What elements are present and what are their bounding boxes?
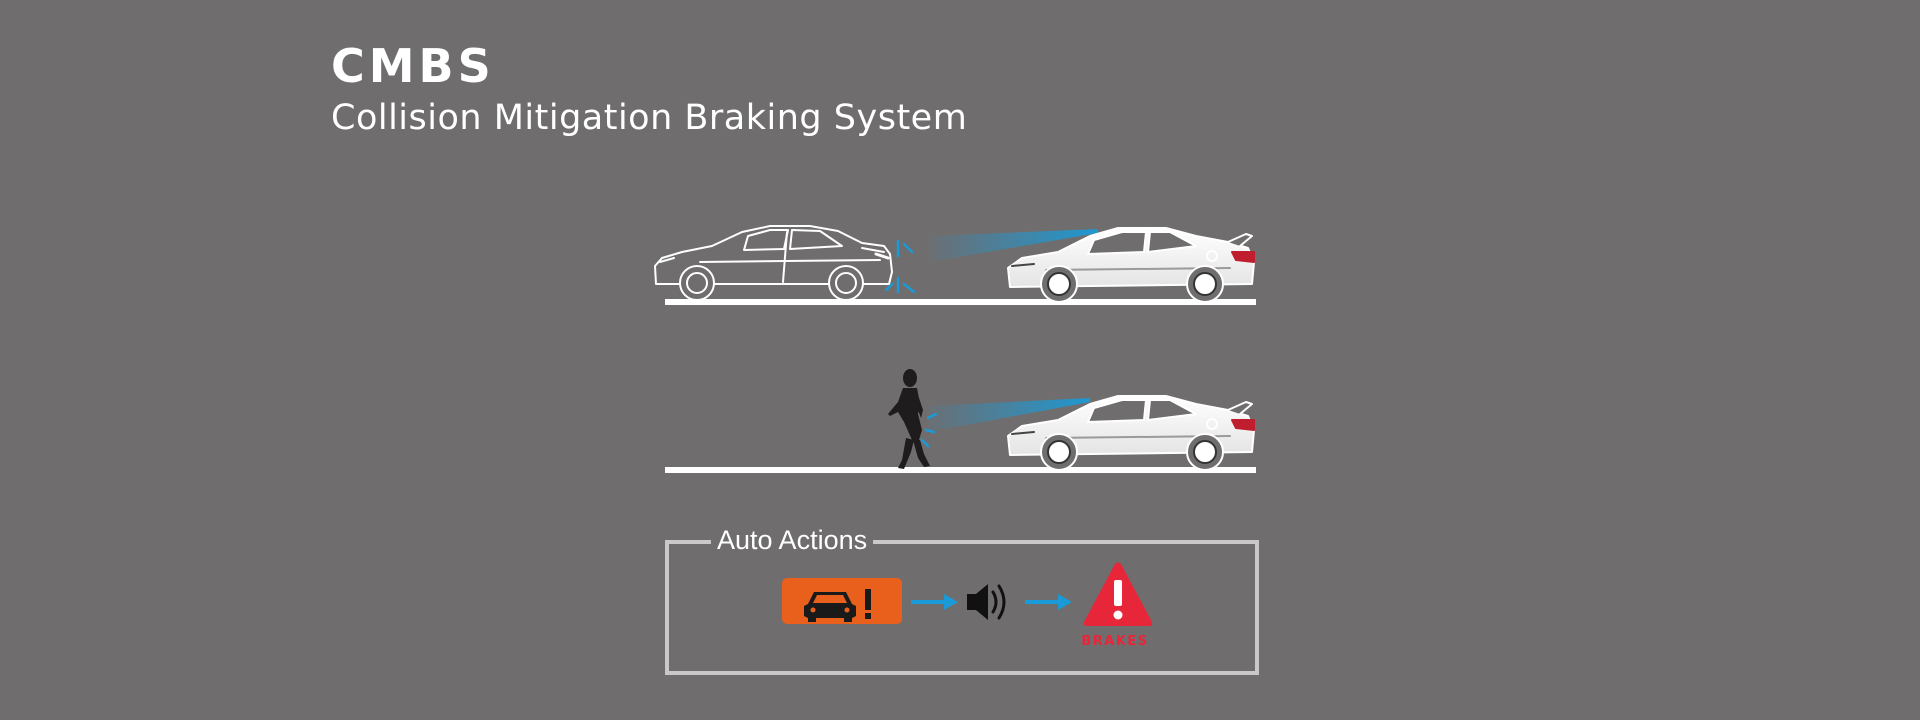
- arrow-right-icon: [1025, 594, 1072, 610]
- host-vehicle-icon: [1007, 227, 1255, 303]
- auto-actions-frame: [665, 540, 1259, 675]
- page-subtitle: Collision Mitigation Braking System: [331, 98, 968, 138]
- scenario-pedestrian: [665, 369, 1256, 473]
- brakes-label: BRAKES: [1081, 634, 1149, 649]
- lead-vehicle-icon: [654, 225, 893, 301]
- road-line: [665, 299, 1256, 305]
- detection-marks: [920, 412, 938, 448]
- brake-warning-icon: [1083, 562, 1153, 626]
- radar-beam: [930, 229, 1098, 262]
- arrow-right-icon: [911, 594, 958, 610]
- radar-beam: [928, 398, 1090, 432]
- forward-collision-warning-icon: [782, 578, 902, 624]
- page-title: CMBS: [331, 39, 495, 93]
- scenario-vehicle-ahead: [654, 225, 1256, 305]
- road-line: [665, 467, 1256, 473]
- detection-marks: [884, 239, 916, 294]
- host-vehicle-icon: [1007, 395, 1255, 471]
- auto-actions-label: Auto Actions: [711, 522, 874, 558]
- audible-alert-icon: [967, 584, 1006, 620]
- pedestrian-icon: [888, 369, 930, 469]
